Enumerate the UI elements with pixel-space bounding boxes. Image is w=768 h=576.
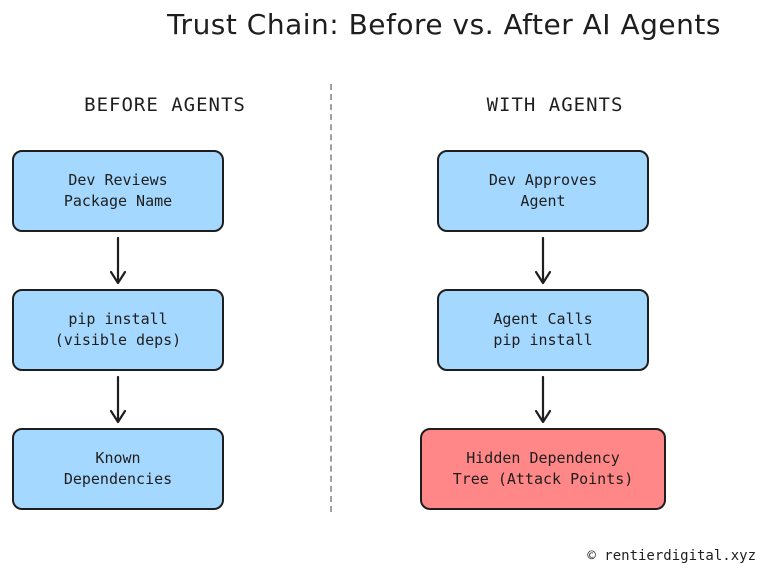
before-arrow-2: [109, 375, 127, 424]
before-step-known-dependencies: Known Dependencies: [12, 428, 224, 510]
before-agents-heading: BEFORE AGENTS: [84, 94, 246, 116]
credit-text: © rentierdigital.xyz: [587, 548, 756, 564]
before-step-dev-reviews: Dev Reviews Package Name: [12, 150, 224, 232]
with-agents-heading: WITH AGENTS: [486, 94, 624, 116]
after-step-hidden-dependency-tree: Hidden Dependency Tree (Attack Points): [420, 428, 666, 510]
after-arrow-2: [534, 375, 552, 424]
before-step-pip-install: pip install (visible deps): [12, 289, 224, 371]
after-step-dev-approves: Dev Approves Agent: [437, 150, 649, 232]
after-arrow-1: [534, 236, 552, 285]
column-divider: [330, 84, 332, 512]
before-arrow-1: [109, 236, 127, 285]
diagram-title: Trust Chain: Before vs. After AI Agents: [167, 8, 721, 41]
after-step-agent-calls: Agent Calls pip install: [437, 289, 649, 371]
